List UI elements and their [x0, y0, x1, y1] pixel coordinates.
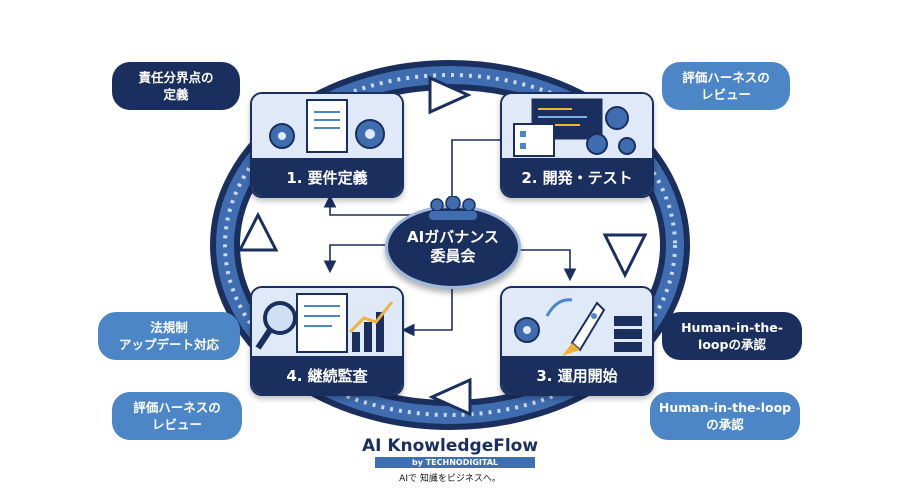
- logo-tagline: AIで 知識をビジネスへ。: [399, 474, 501, 484]
- logo-byline: by TECHNODIGITAL: [375, 457, 535, 468]
- step-card-development: 2. 開発・テスト: [500, 92, 654, 198]
- code-icon: [513, 98, 636, 157]
- logo-title: AI KnowledgeFlow: [361, 436, 539, 456]
- governance-committee: AIガバナンス 委員会: [385, 196, 521, 289]
- step-label: 2. 開発・テスト: [502, 158, 652, 196]
- step-card-requirements: 1. 要件定義: [250, 92, 404, 198]
- rocket-icon: [514, 298, 642, 356]
- step-label: 3. 運用開始: [502, 356, 652, 394]
- callout-text: Human-in-the-loop の承認: [658, 400, 792, 432]
- rocket-illustration: [502, 288, 652, 360]
- callout-text: 評価ハーネスの レビュー: [682, 70, 770, 102]
- ring-arrow-left: [237, 211, 279, 252]
- callout-text: 法規制 アップデート対応: [118, 320, 219, 352]
- callout-hitl-bottom: Human-in-the-loop の承認: [650, 392, 800, 440]
- step-card-audit: 4. 継続監査: [250, 286, 404, 396]
- ring-arrow-right: [602, 233, 648, 279]
- ring-arrow-bottom: [428, 377, 472, 417]
- callout-text: Human-in-the- loopの承認: [681, 320, 783, 352]
- magnifier-chart-icon: [255, 293, 394, 353]
- callout-regulation: 法規制 アップデート対応: [98, 312, 240, 360]
- step-label: 1. 要件定義: [252, 158, 402, 196]
- ring-arrow-top: [428, 75, 472, 115]
- gear-icon: [269, 99, 385, 153]
- callout-text: 評価ハーネスの レビュー: [133, 400, 221, 432]
- committee-title: AIガバナンス 委員会: [407, 228, 499, 265]
- connector-top-right: [451, 133, 514, 205]
- callout-eval-review-bottom: 評価ハーネスの レビュー: [112, 392, 242, 440]
- step-card-operation: 3. 運用開始: [500, 286, 654, 396]
- connector-left: [323, 244, 385, 274]
- connector-right: [515, 249, 577, 282]
- audit-illustration: [252, 288, 402, 360]
- callout-text: 責任分界点の 定義: [138, 70, 214, 102]
- document-gears-illustration: [252, 94, 402, 162]
- callout-hitl-mid: Human-in-the- loopの承認: [662, 312, 802, 360]
- connector-top-left: [323, 194, 415, 216]
- callout-responsibility: 責任分界点の 定義: [112, 62, 240, 110]
- code-window-illustration: [502, 94, 652, 162]
- connector-bottom: [401, 283, 453, 337]
- callout-eval-review-top: 評価ハーネスの レビュー: [662, 62, 790, 110]
- step-label: 4. 継続監査: [252, 356, 402, 394]
- people-group-icon: [429, 196, 477, 220]
